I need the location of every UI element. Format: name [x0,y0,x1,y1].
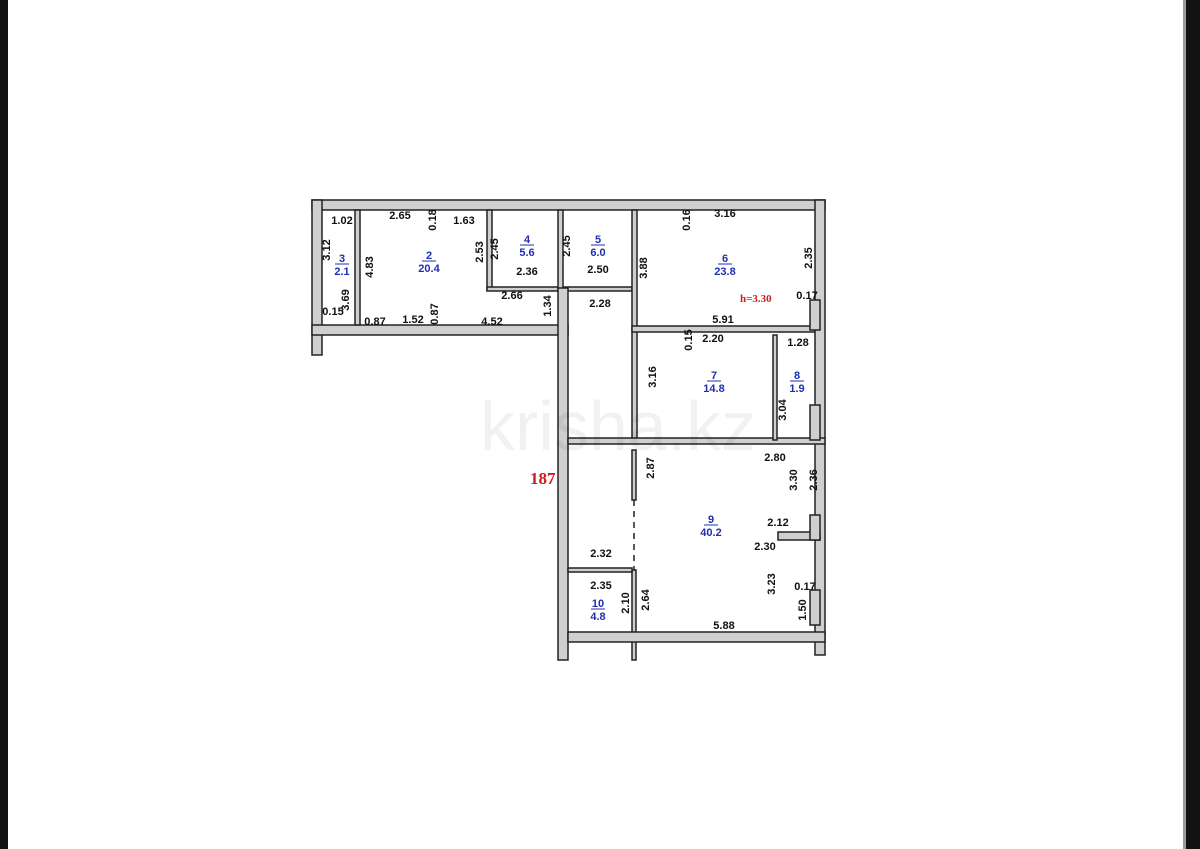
dimension-label: 2.12 [767,517,788,529]
left-border [0,0,8,849]
dimension-label: 2.45 [489,238,501,259]
wall [567,631,826,643]
dimension-label: 1.02 [331,215,352,227]
wall [631,325,821,333]
room-9-label: 940.2 [700,514,721,539]
watermark: krisha.kz [480,387,756,465]
dimension-label: 0.15 [322,306,343,318]
dimension-label: 3.16 [714,208,735,220]
room-3-label: 32.1 [334,253,349,278]
room-10-label: 104.8 [590,598,605,623]
walls [311,199,826,661]
dimension-label: 0.18 [427,209,439,230]
room-number: 6 [722,253,728,265]
dimension-label: 0.87 [429,303,441,324]
dimension-label: 2.36 [808,469,820,490]
dimension-label: 0.16 [681,209,693,230]
dimension-label: 3.69 [340,289,352,310]
dimension-label: 2.66 [501,290,522,302]
wall [567,437,826,445]
dimension-label: 2.50 [587,264,608,276]
room-4-label: 45.6 [519,234,534,259]
dimension-label: 3.16 [647,366,659,387]
room-number: 10 [592,598,604,610]
dimension-label: 4.52 [481,316,502,328]
ceiling-height-note: h=3.30 [740,293,772,305]
dimension-label: 2.80 [764,452,785,464]
room-number: 4 [524,234,531,246]
room-area: 40.2 [700,527,721,539]
dimension-label: 2.20 [702,333,723,345]
dimension-label: 1.28 [787,337,808,349]
dimension-label: 2.30 [754,541,775,553]
dimension-label: 2.53 [474,241,486,262]
wall [809,404,821,441]
dimension-label: 2.65 [389,210,410,222]
wall [809,514,821,541]
dimension-label: 2.36 [516,266,537,278]
total-area-marker: 187 [530,469,556,488]
wall [354,209,361,326]
dimension-label: 2.87 [645,457,657,478]
room-number: 5 [595,234,601,246]
room-area: 2.1 [334,266,349,278]
room-area: 20.4 [418,263,440,275]
wall [311,324,569,336]
dimension-label: 4.83 [364,256,376,277]
room-area: 23.8 [714,266,735,278]
dimension-label: 3.12 [321,239,333,260]
dimension-label: 3.30 [788,469,800,490]
room-number: 3 [339,253,345,265]
wall [311,199,826,211]
room-6-label: 623.8 [714,253,735,278]
wall [567,567,633,573]
room-area: 4.8 [590,611,605,623]
wall [809,589,821,626]
wall [557,287,569,661]
dimension-label: 1.52 [402,314,423,326]
wall [631,569,637,661]
wall [311,199,323,356]
room-7-label: 714.8 [703,370,724,395]
dimension-label: 3.04 [777,398,789,420]
dimension-label: 5.91 [712,314,733,326]
wall [809,299,821,331]
room-number: 7 [711,370,717,382]
room-number: 2 [426,250,432,262]
dimension-label: 3.23 [766,573,778,594]
dimension-label: 5.88 [713,620,734,632]
room-area: 1.9 [789,383,804,395]
dimension-label: 2.35 [803,247,815,268]
dimension-label: 2.10 [620,592,632,613]
dimension-label: 3.88 [638,257,650,278]
room-8-label: 81.9 [789,370,804,395]
right-border-shadow [1183,0,1186,849]
room-area: 6.0 [590,247,605,259]
dimension-label: 2.45 [561,235,573,256]
dimension-label: 0.15 [683,329,695,350]
room-number: 8 [794,370,800,382]
room-area: 5.6 [519,247,534,259]
room-5-label: 56.0 [590,234,605,259]
dimension-label: 0.17 [796,290,817,302]
dimension-label: 1.34 [542,294,554,316]
dimension-label: 1.63 [453,215,474,227]
dimension-label: 1.50 [797,599,809,620]
dimension-label: 0.87 [364,316,385,328]
dimension-label: 2.32 [590,548,611,560]
room-area: 14.8 [703,383,724,395]
room-2-label: 220.4 [418,250,440,275]
room-number: 9 [708,514,714,526]
dimension-label: 0.17 [794,581,815,593]
dimension-label: 2.64 [640,588,652,610]
wall [772,334,778,441]
dimension-label: 2.35 [590,580,611,592]
dimension-label: 2.28 [589,298,610,310]
right-border [1186,0,1200,849]
